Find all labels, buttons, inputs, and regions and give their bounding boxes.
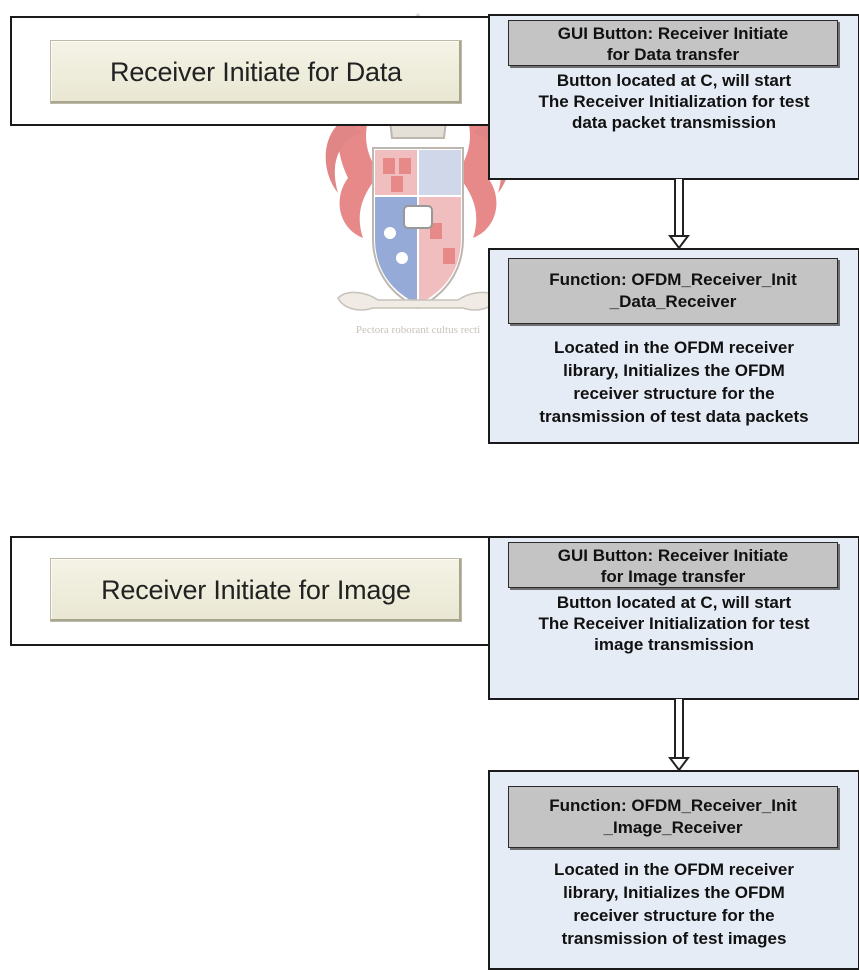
gui-panel-data-body: Button located at C, will start The Rece… — [490, 70, 858, 133]
function-panel-data-header: Function: OFDM_Receiver_Init _Data_Recei… — [508, 258, 838, 324]
function-panel-data-body-line: library, Initializes the OFDM — [563, 361, 785, 380]
function-panel-image-header-line: _Image_Receiver — [603, 818, 743, 837]
gui-panel-image: GUI Button: Receiver Initiate for Image … — [488, 536, 859, 700]
gui-panel-data-header-line: for Data transfer — [606, 45, 740, 64]
function-panel-image-body-line: library, Initializes the OFDM — [563, 883, 785, 902]
gui-panel-data-body-line: Button located at C, will start — [556, 71, 792, 90]
gui-panel-data: GUI Button: Receiver Initiate for Data t… — [488, 14, 859, 180]
function-panel-data-header-line: Function: OFDM_Receiver_Init — [549, 270, 797, 289]
gui-panel-image-header: GUI Button: Receiver Initiate for Image … — [508, 542, 838, 588]
receiver-initiate-data-button[interactable]: Receiver Initiate for Data — [50, 40, 462, 104]
gui-panel-image-body: Button located at C, will start The Rece… — [490, 592, 858, 655]
receiver-initiate-image-button[interactable]: Receiver Initiate for Image — [50, 558, 462, 622]
function-panel-data-header-line: _Data_Receiver — [609, 292, 737, 311]
gui-panel-data-body-line: The Receiver Initialization for test — [538, 92, 810, 111]
receiver-initiate-image-button-label: Receiver Initiate for Image — [101, 574, 411, 605]
function-panel-data: Function: OFDM_Receiver_Init _Data_Recei… — [488, 248, 859, 444]
gui-panel-image-header-line: GUI Button: Receiver Initiate — [557, 546, 789, 565]
function-panel-image-body: Located in the OFDM receiver library, In… — [490, 858, 858, 950]
function-panel-image-body-line: Located in the OFDM receiver — [554, 860, 794, 879]
function-panel-image-header-line: Function: OFDM_Receiver_Init — [549, 796, 797, 815]
function-panel-data-body-line: Located in the OFDM receiver — [554, 338, 794, 357]
receiver-initiate-data-button-label: Receiver Initiate for Data — [110, 56, 402, 87]
gui-panel-data-header-line: GUI Button: Receiver Initiate — [557, 24, 789, 43]
function-panel-image-body-line: receiver structure for the — [573, 906, 775, 925]
function-panel-image-header: Function: OFDM_Receiver_Init _Image_Rece… — [508, 786, 838, 848]
function-panel-image: Function: OFDM_Receiver_Init _Image_Rece… — [488, 770, 859, 970]
crest-motto: Pectora roborant cultus recti — [356, 324, 480, 336]
gui-panel-image-body-line: Button located at C, will start — [556, 593, 792, 612]
function-panel-image-body-line: transmission of test images — [561, 929, 787, 948]
gui-panel-image-body-line: image transmission — [594, 635, 754, 654]
gui-panel-data-body-line: data packet transmission — [571, 113, 777, 132]
gui-panel-image-header-line: for Image transfer — [600, 567, 746, 586]
arrow-down-icon — [668, 178, 690, 250]
gui-panel-image-body-line: The Receiver Initialization for test — [538, 614, 810, 633]
function-panel-data-body-line: transmission of test data packets — [539, 407, 809, 426]
function-panel-data-body-line: receiver structure for the — [573, 384, 775, 403]
gui-panel-data-header: GUI Button: Receiver Initiate for Data t… — [508, 20, 838, 66]
function-panel-data-body: Located in the OFDM receiver library, In… — [490, 336, 858, 428]
arrow-down-icon — [668, 698, 690, 772]
